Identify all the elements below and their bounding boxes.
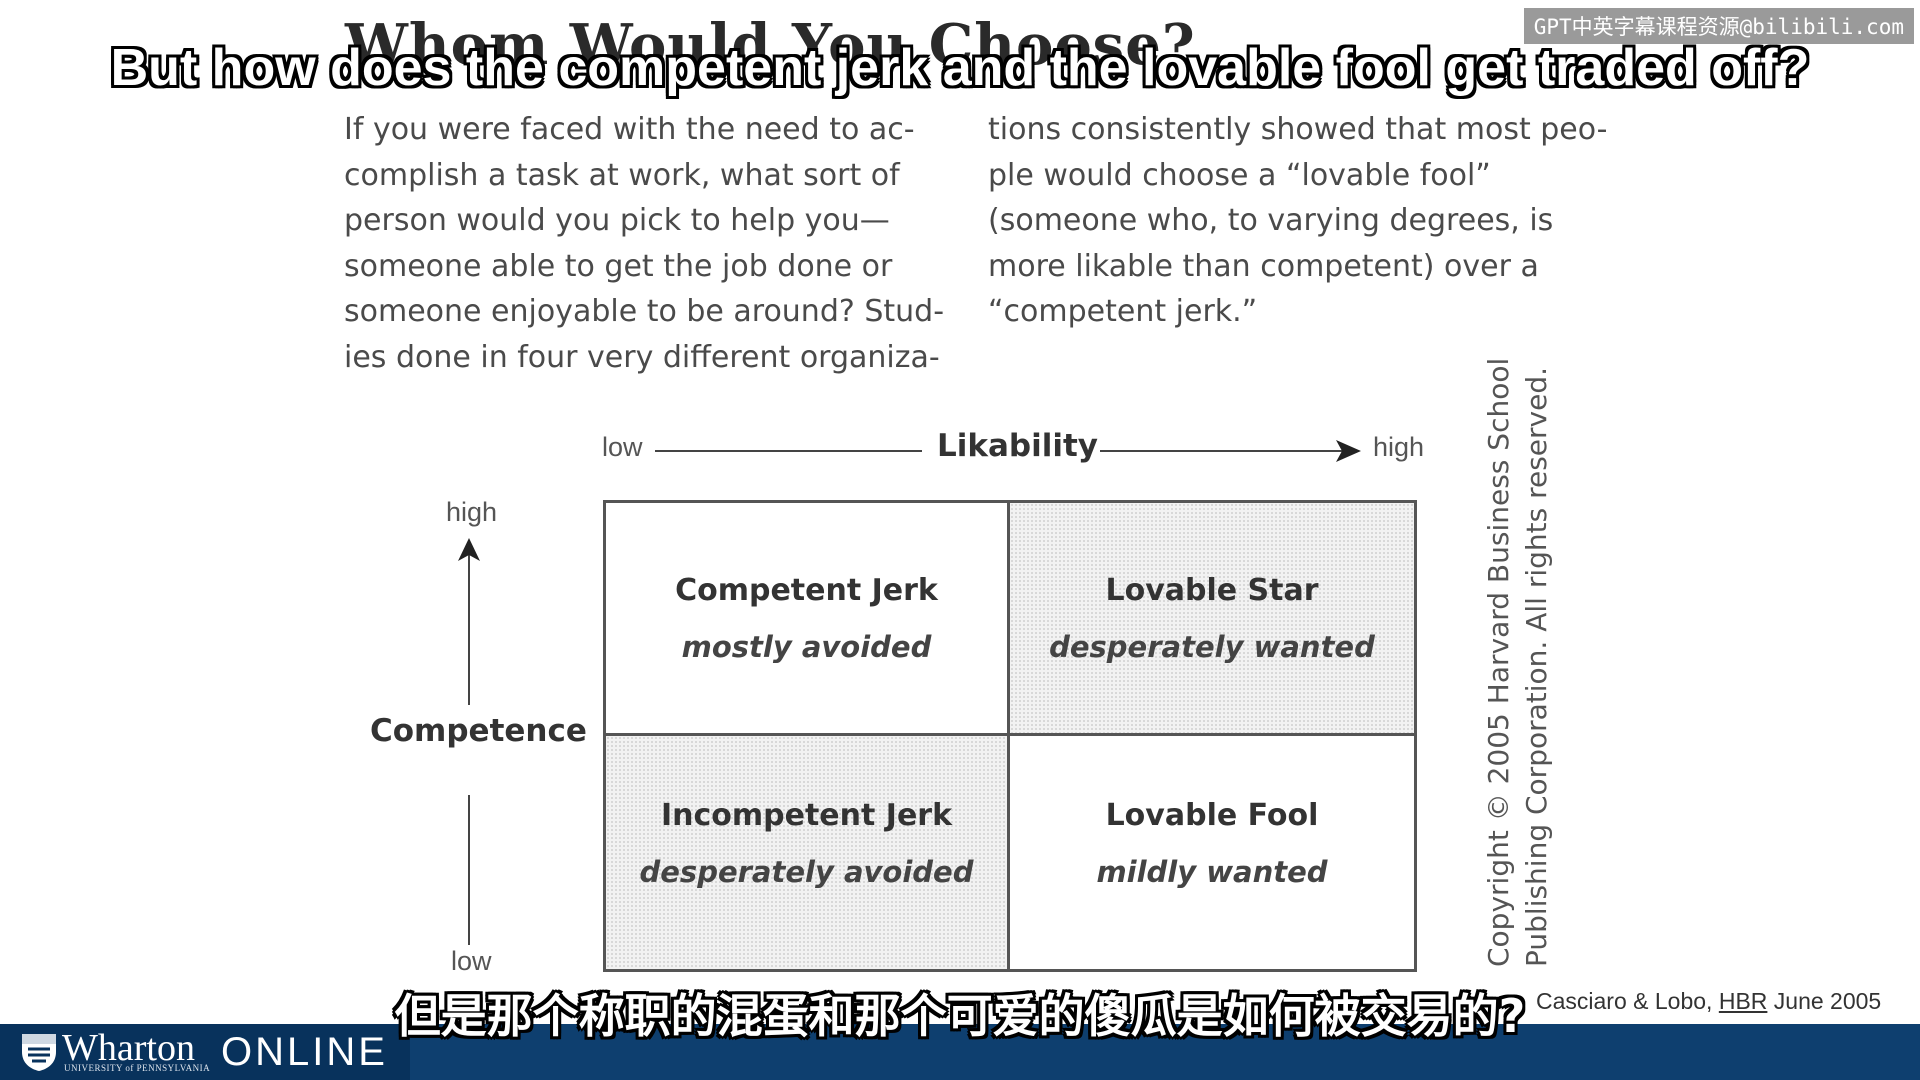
x-axis-arrowhead (1336, 440, 1361, 462)
subtitle-english: But how does the competent jerk and the … (110, 39, 1810, 97)
y-axis-arrowhead (458, 538, 480, 561)
quadrant-lovable-fool: Lovable Fool mildly wanted (1010, 736, 1414, 969)
subtitle-chinese: 但是那个称职的混蛋和那个可爱的傻瓜是如何被交易的? (394, 989, 1526, 1043)
intro-line: tions consistently showed that most peo- (988, 112, 1608, 147)
intro-line: (someone who, to varying degrees, is (988, 203, 1554, 238)
quadrant-competent-jerk: Competent Jerk mostly avoided (606, 503, 1010, 736)
x-axis-title: Likability (937, 428, 1099, 464)
quadrant-description: mildly wanted (1096, 855, 1328, 889)
intro-paragraph-right: tions consistently showed that most peo-… (988, 107, 1607, 335)
x-axis-low-label: low (602, 432, 643, 462)
brand-subtitle: UNIVERSITY of PENNSYLVANIA (64, 1063, 211, 1073)
citation-date: June 2005 (1773, 988, 1882, 1014)
quadrant-title: Incompetent Jerk (660, 798, 953, 833)
citation-journal: HBR (1718, 988, 1768, 1014)
x-axis-high-label: high (1373, 432, 1425, 462)
slide-title: Whom Would You Choose? (345, 12, 1196, 78)
y-axis-low-label: low (451, 946, 492, 976)
intro-line: ies done in four very different organiza… (344, 339, 940, 375)
y-axis-title: Competence (370, 713, 587, 749)
footer-brand-area (0, 1024, 410, 1080)
intro-line: If you were faced with the need to ac- (344, 112, 915, 147)
copyright-line: Copyright © 2005 Harvard Business School (1482, 357, 1515, 967)
quadrant-matrix: Competent Jerk mostly avoided Lovable St… (603, 500, 1417, 972)
intro-line: “competent jerk.” (988, 294, 1258, 329)
intro-paragraph-left: If you were faced with the need to ac- c… (344, 107, 944, 380)
intro-line: complish a task at work, what sort of (344, 157, 900, 193)
brand-wordmark: Wharton (62, 1027, 195, 1069)
watermark-badge: GPT中英字幕课程资源@bilibili.com (1523, 8, 1914, 44)
citation: Casciaro & Lobo, HBR June 2005 (1536, 988, 1881, 1015)
intro-line: more likable than competent) over a (988, 248, 1539, 284)
intro-line: someone able to get the job done or (344, 248, 893, 284)
intro-line: someone enjoyable to be around? Stud- (344, 294, 945, 329)
quadrant-title: Lovable Fool (1105, 798, 1319, 833)
copyright-notice: Copyright © 2005 Harvard Business School… (1480, 357, 1556, 967)
quadrant-title: Competent Jerk (675, 573, 938, 608)
wharton-shield-icon (22, 1034, 56, 1071)
quadrant-incompetent-jerk: Incompetent Jerk desperately avoided (606, 736, 1010, 969)
citation-authors: Casciaro & Lobo, (1536, 988, 1713, 1014)
quadrant-title: Lovable Star (1105, 573, 1319, 608)
intro-line: ple would choose a “lovable fool” (988, 157, 1491, 193)
copyright-line: Publishing Corporation. All rights reser… (1520, 366, 1553, 967)
quadrant-description: desperately avoided (639, 855, 974, 889)
intro-line: person would you pick to help you— (344, 203, 890, 238)
quadrant-description: desperately wanted (1049, 630, 1375, 664)
quadrant-description: mostly avoided (681, 630, 932, 664)
online-label: ONLINE (221, 1030, 388, 1074)
y-axis-high-label: high (446, 497, 498, 527)
quadrant-lovable-star: Lovable Star desperately wanted (1010, 503, 1414, 736)
